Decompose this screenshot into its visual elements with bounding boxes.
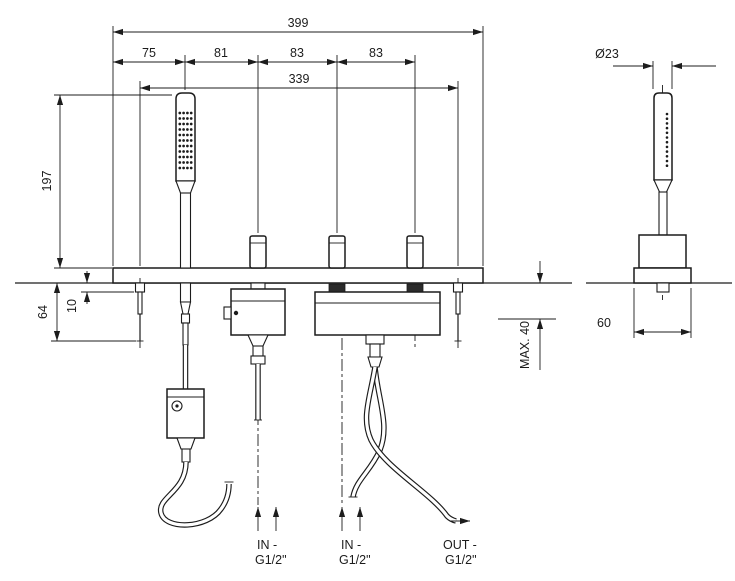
out-label-line1: OUT - (443, 538, 477, 552)
in-label-1-line2: G1/2" (255, 553, 287, 567)
fixing-pin-left (134, 282, 146, 342)
dim-base-width: 60 (597, 316, 611, 330)
hand-shower-front (158, 92, 234, 528)
dim-plate-offset: 10 (65, 299, 79, 313)
dimension-lines (53, 28, 716, 370)
in-label-2-line2: G1/2" (339, 553, 371, 567)
dim-diameter: Ø23 (595, 47, 619, 61)
side-base-body (638, 234, 687, 269)
hand-shower-side (633, 92, 692, 293)
side-base-flange (633, 267, 692, 284)
dim-height-above: 197 (40, 171, 54, 192)
dim-total-width: 399 (288, 16, 309, 30)
connection-arrows (254, 507, 470, 531)
connection-labels: IN - G1/2" IN - G1/2" OUT - G1/2" (255, 538, 477, 567)
mixer-body-1 (223, 282, 286, 421)
dim-spacing-c: 83 (290, 46, 304, 60)
spray-face-dots (178, 111, 193, 170)
in-label-1-line1: IN - (257, 538, 277, 552)
in-label-2-line1: IN - (341, 538, 361, 552)
dim-inner-width: 339 (289, 72, 310, 86)
dim-max-counter: MAX. 40 (518, 321, 532, 369)
dim-spacing-b: 81 (214, 46, 228, 60)
dim-spacing-d: 83 (369, 46, 383, 60)
deck-plate (112, 267, 484, 284)
dimension-labels: 399 75 81 83 83 339 197 64 10 MAX. 40 Ø2… (36, 16, 619, 369)
valve-stubs (249, 235, 424, 269)
dim-depth-below: 64 (36, 305, 50, 319)
out-label-line2: G1/2" (445, 553, 477, 567)
extension-lines (51, 26, 692, 342)
spray-dots-side (665, 112, 669, 167)
check-valve-block (166, 388, 205, 439)
fixing-pin-right (452, 282, 464, 342)
dim-spacing-a: 75 (142, 46, 156, 60)
mixer-body-2 (314, 283, 457, 524)
